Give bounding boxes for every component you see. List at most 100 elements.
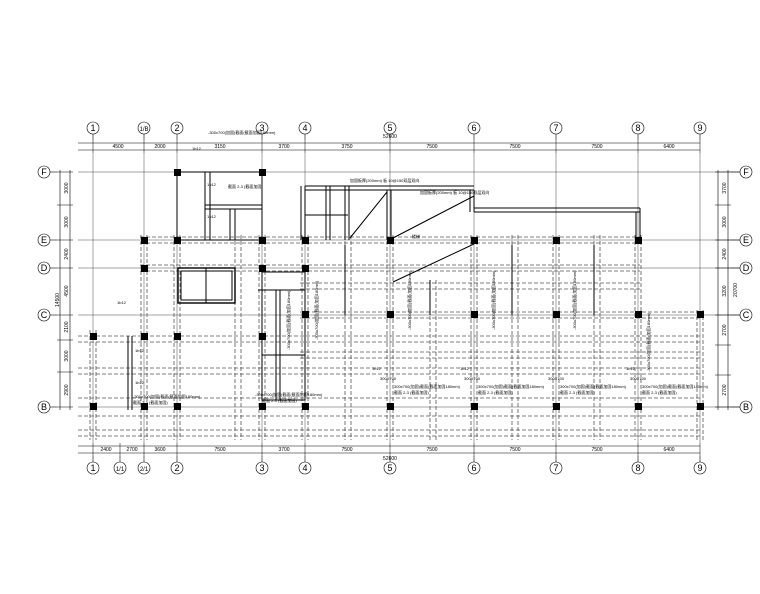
dimension-lines [59,142,729,454]
axis-label: D [743,263,750,273]
dim-bottom: 3700 [278,447,289,453]
rebar-note: 1b12 [135,380,145,385]
dim-left: 3000 [64,182,70,193]
beam-note: -300x700(加固)截面(截面加固180mm) [133,393,201,399]
axis-label: C [743,310,750,320]
rebar-note: 1b12 [207,182,217,187]
columns [90,169,704,410]
axis-label: 1/1 [116,467,125,473]
axis-label: F [41,167,47,177]
rebar-note: 1b12 [192,146,202,151]
beam-note: 300x700(加固)截面(截面加固180mm) [478,383,545,389]
dim-right: 3200 [722,285,728,296]
axis-label: 8 [635,463,640,473]
beam-tag: 300X700 [380,376,397,381]
dim-bottom: 7500 [341,447,352,453]
axis-label: B [41,402,47,412]
solid-walls [127,171,641,410]
vertical-beam-note: -300x700(加固)截面(加固180mm) [645,312,651,372]
dim-top: 7500 [591,144,602,150]
dim-left: 2100 [64,321,70,332]
dim-left: 4500 [64,285,70,296]
axis-labels-top: 1 1/B 2 3 4 5 6 7 8 9 [90,123,702,133]
rebar-note: 1b12 [135,348,145,353]
dim-top: 7500 [426,144,437,150]
dim-top: 4500 [112,144,123,150]
dim-top: 6400 [663,144,674,150]
slab-note: 加固板厚(200mm) 板 10@150双层双向 [350,177,419,183]
beam-note: 截面 2-3 (截面加固) [133,399,168,405]
vertical-beam-note: -300x700(加固)截面(加固180mm) [490,270,496,330]
section-note: 截面 2-3 (截面加固) [560,389,595,395]
dim-bottom: 7500 [591,447,602,453]
rebar-note: 1b12 [372,366,382,371]
axis-label: 3 [259,123,264,133]
rebar-note: 1b12 [117,300,127,305]
dim-bottom: 3600 [154,447,165,453]
dim-top: 2000 [154,144,165,150]
section-note: 截面 2-3 (截面加固) [394,389,429,395]
axis-labels-bottom: 1 1/1 2/1 2 3 4 5 6 7 8 9 [90,463,702,473]
axis-label: C [41,310,48,320]
dim-top: 7500 [509,144,520,150]
beam-note: 300x700(加固)截面(截面加固180mm) [642,383,709,389]
axis-label: 2 [174,463,179,473]
beam-tag: 300X700 [548,376,565,381]
axis-label: E [743,235,749,245]
dim-left: 2400 [64,248,70,259]
axis-label: 2 [174,123,179,133]
right-dim-labels: 20700 3700 3000 2400 3200 2700 2700 [722,182,739,395]
axis-label: E [41,235,47,245]
dim-top: 3150 [214,144,225,150]
dim-right: 3000 [722,216,728,227]
axis-bubbles-left [37,165,57,414]
dim-bottom: 7500 [214,447,225,453]
dim-top: 3700 [278,144,289,150]
stair-note: 楼梯 [412,233,420,239]
beam-note: 300x700(加固)截面(截面加固180mm) [560,383,627,389]
annotations: -300x700(加固)截面(截面加固180mm) 截面 2-3 (截面加固) … [117,129,709,405]
left-dim-labels: 14500 3000 3000 2400 4500 2100 3000 2900 [55,182,70,395]
dim-bottom: 2700 [126,447,137,453]
axis-label: 7 [553,463,558,473]
top-dim-ticks [92,140,701,153]
axis-label: 1 [90,463,95,473]
axis-label: 9 [697,123,702,133]
vertical-beam-note: -300x700(加固)截面(加固180mm) [313,280,319,340]
dim-left: 2900 [64,384,70,395]
dim-bottom: 7500 [426,447,437,453]
axis-label: 8 [635,123,640,133]
axis-label: 6 [471,463,476,473]
axis-label: F [743,167,749,177]
beam-note: -300x700(加固)截面(截面加固180mm) [255,391,323,397]
vertical-beam-note: -300x700(加固)截面(加固180mm) [571,270,577,330]
axis-label: 4 [302,463,307,473]
rebar-note: 1b12 [207,214,217,219]
axis-label: 9 [697,463,702,473]
axis-label: D [41,263,48,273]
section-note: 截面 2-3 (截面加固) [478,389,513,395]
axis-labels-left: F E D C B [41,167,48,412]
axis-bubbles-top [86,121,707,140]
axis-label: B [743,402,749,412]
axis-label: 7 [553,123,558,133]
beam-note: 截面 2-3 (截面加固) [262,397,297,403]
bottom-dim-ticks [92,443,701,456]
dim-right-total: 20700 [733,283,739,297]
beam-tag: 300X700 [464,376,481,381]
axis-label: 3 [259,463,264,473]
axis-labels-right: F E D C B [743,167,750,412]
dim-right: 3700 [722,182,728,193]
rebar-note: 1b12 [460,366,470,371]
axis-bubbles-bottom [86,456,707,475]
axis-label: 4 [302,123,307,133]
beam-note: -300x700(加固)截面(截面加固180mm) [208,129,276,135]
dim-right: 2700 [722,324,728,335]
dim-bottom: 2400 [100,447,111,453]
beam-note: 300x700(加固)截面(截面加固180mm) [394,383,461,389]
axis-label: 1/B [139,127,148,133]
dim-bottom: 7500 [509,447,520,453]
section-note: 截面 2-3 (截面加固) [642,389,677,395]
dim-left: 3000 [64,350,70,361]
beam-note: 截面 2-3 (截面加固) [228,183,263,189]
